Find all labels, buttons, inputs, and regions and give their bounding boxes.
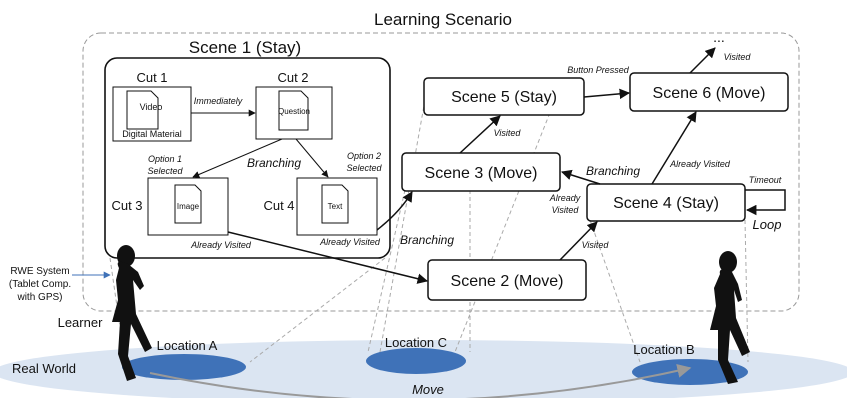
label-option1-line1: Option 1 [148,154,182,164]
label-already-scene4-to-3: Already [549,193,581,203]
scene-1-title: Scene 1 (Stay) [189,38,301,57]
scene-3-title: Scene 3 (Move) [425,165,538,182]
rwe-line-2: (Tablet Comp. [9,279,71,290]
label-branching-scene4: Branching [586,164,640,178]
scene-4-title: Scene 4 (Stay) [613,195,719,212]
arrow-scene4-to-scene6 [651,111,697,185]
label-option2-line1: Option 2 [347,151,381,161]
cut-2-doc-text: Question [278,107,310,116]
cut-4-doc-icon [321,184,349,224]
cut-1-caption: Digital Material [122,129,182,139]
label-visited-scene6-up: Visited [724,52,752,62]
label-immediately: Immediately [194,96,243,106]
scene-4-box [586,183,746,222]
arrow-scene6-up [689,47,716,74]
learning-scenario-title: Learning Scenario [374,10,512,29]
cut-1-doc-icon [126,90,159,130]
arrow-scene3-to-scene5 [459,115,501,154]
arrow-cut3-to-scene2 [227,231,429,284]
label-visited-scene2-to-4: Visited [582,240,610,250]
cut-1-label: Cut 1 [136,70,167,85]
cut-3-doc-text: Image [177,202,200,211]
label-option1-line2: Selected [147,166,183,176]
scene-3-box [401,152,561,192]
label-visited-scene3-to-5: Visited [494,128,522,138]
location-a-spot [122,354,246,380]
label-loop: Loop [753,217,782,232]
label-already-visited-cut4: Already Visited [319,237,381,247]
label-branching-to-scene3: Branching [400,233,454,247]
scene-6-title: Scene 6 (Move) [653,85,766,102]
arrow-cut4-to-scene3 [376,191,413,231]
label-option2-line2: Selected [346,163,382,173]
move-label: Move [412,382,444,397]
cut-1-doc-text: Video [140,102,163,112]
scene-2-title: Scene 2 (Move) [451,273,564,290]
label-already-visited-cut3: Already Visited [190,240,252,250]
learning-scenario-frame [82,32,800,312]
location-b-label: Location B [633,342,694,357]
location-a-label: Location A [157,338,218,353]
label-ellipsis: ... [713,29,725,45]
move-path [149,363,692,398]
cut-2-doc-icon [278,90,309,131]
learner-silhouette-a [112,245,152,381]
arrow-cut2-to-cut4 [295,138,329,178]
learner-silhouette-b [710,251,750,384]
rwe-line-1: RWE System [10,266,69,277]
arrow-scene5-to-scene6 [583,88,631,100]
arrow-scene4-loop [745,189,786,216]
label-branching-scene1: Branching [247,156,301,170]
scene-5-title: Scene 5 (Stay) [451,89,557,106]
cut-3-label: Cut 3 [111,198,142,213]
arrow-scene2-to-scene4 [559,221,598,261]
label-visited-scene4-to-3: Visited [552,205,580,215]
arrow-scene4-to-scene3 [560,169,601,185]
location-c-spot [366,348,466,374]
label-already-visited-scene4-to-6: Already Visited [669,159,731,169]
learner-label: Learner [58,315,103,330]
location-c-label: Location C [385,335,447,350]
rwe-line-3: with GPS) [16,292,62,303]
label-button-pressed: Button Pressed [567,65,630,75]
label-timeout: Timeout [749,175,782,185]
cut-4-label: Cut 4 [263,198,294,213]
arrow-cut2-to-cut3 [192,138,283,178]
cut-3-doc-icon [174,184,202,224]
cut-2-label: Cut 2 [277,70,308,85]
cut-4-doc-text: Text [328,202,343,211]
real-world-label: Real World [12,361,76,376]
